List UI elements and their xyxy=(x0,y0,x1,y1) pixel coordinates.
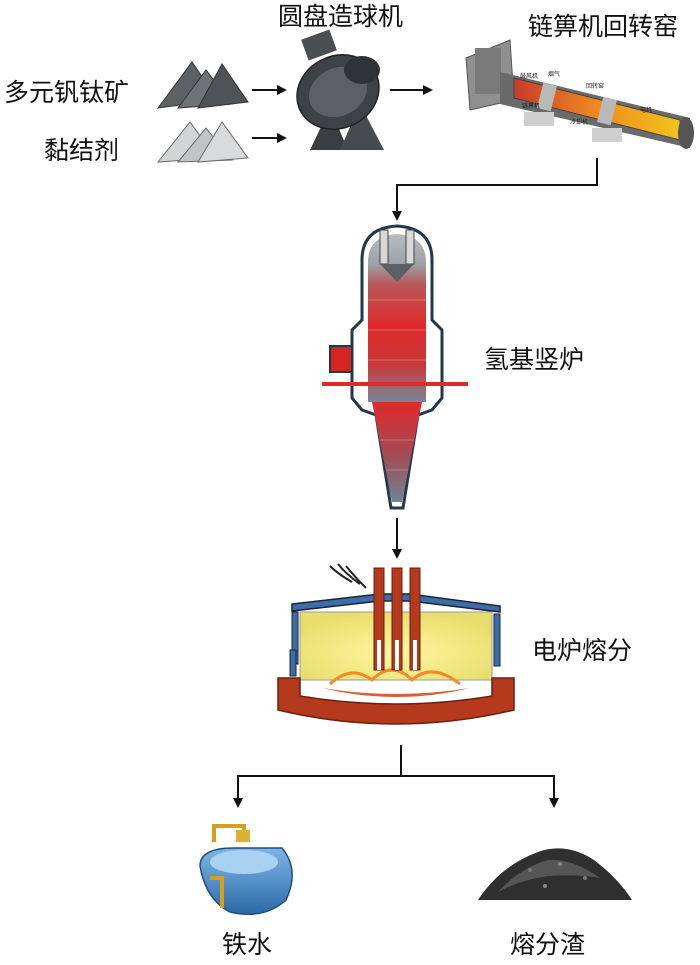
ore-pile-icon xyxy=(156,61,249,109)
label-ore: 多元钒钛矿 xyxy=(4,78,130,107)
shaft-furnace-icon xyxy=(322,224,468,510)
electric-arc-furnace-icon xyxy=(277,563,515,725)
kiln-sublabel-4: 冷却机 xyxy=(570,118,588,126)
ladle-icon xyxy=(199,824,293,915)
kiln-sublabel-5: 电机 xyxy=(640,106,652,114)
label-shaft-furnace: 氢基竖炉 xyxy=(484,345,585,374)
slag-pile-icon xyxy=(478,848,632,900)
kiln-sublabel-1: 烟气 xyxy=(548,70,560,78)
binder-pile-icon xyxy=(156,121,249,163)
label-grate-kiln: 链箅机回转窑 xyxy=(528,12,679,41)
kiln-sublabel-3: 链箅机 xyxy=(522,102,540,110)
kiln-sublabel-2: 回转窑 xyxy=(586,82,604,90)
disc-pelletizer-icon xyxy=(296,29,384,150)
label-binder: 黏结剂 xyxy=(44,136,120,165)
label-electric-furnace: 电炉熔分 xyxy=(532,636,633,665)
arrow-to-hot-metal xyxy=(233,775,401,808)
label-hot-metal: 铁水 xyxy=(222,930,273,959)
arrow-kiln-to-shaft xyxy=(392,158,598,221)
kiln-sublabel-0: 鼓风机 xyxy=(520,72,538,80)
label-pelletizer: 圆盘造球机 xyxy=(278,2,404,31)
arrow-to-slag xyxy=(401,775,559,808)
label-slag: 熔分渣 xyxy=(510,930,586,959)
rotary-kiln-icon: 鼓风机 烟气 回转窑 链箅机 冷却机 电机 xyxy=(465,39,694,149)
